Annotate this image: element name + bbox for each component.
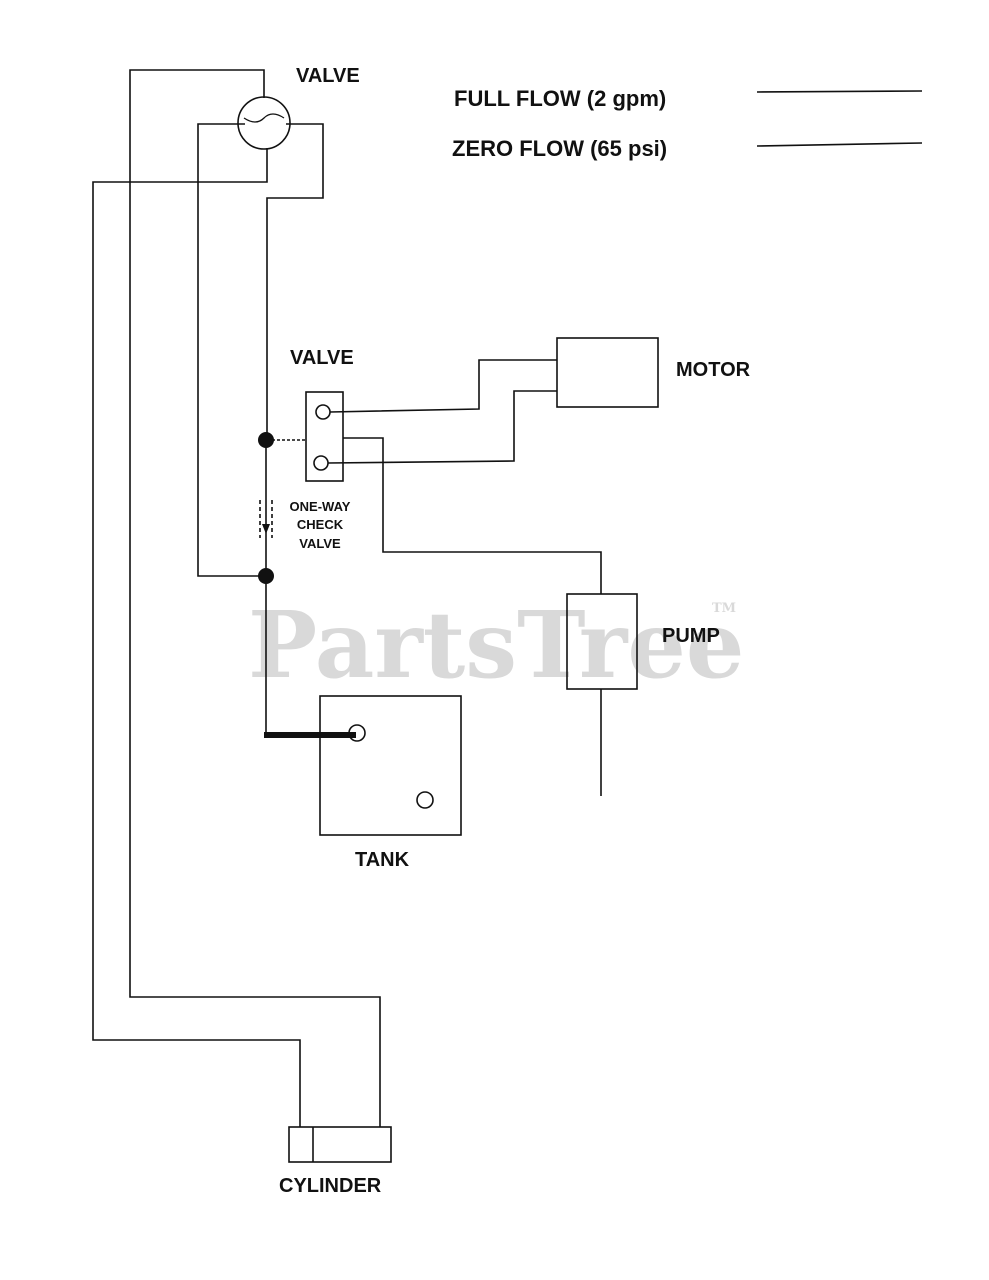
check-valve-label-line3: VALVE — [299, 536, 341, 551]
tank-inlet-port — [348, 724, 366, 742]
junction-dot-lower — [258, 568, 274, 584]
middle-valve-port-upper — [315, 404, 331, 420]
valve-right-port-line — [266, 123, 324, 440]
motor-feed-line — [329, 359, 557, 413]
middle-valve-port-lower — [313, 455, 329, 471]
top-valve-flow-mark — [243, 113, 285, 123]
cylinder-body — [288, 1126, 392, 1163]
top-valve-symbol — [237, 96, 291, 150]
pump-box — [566, 593, 638, 690]
cylinder-label: CYLINDER — [279, 1175, 382, 1197]
check-valve-label-line1: ONE-WAY — [290, 499, 351, 514]
middle-valve-block — [305, 391, 344, 482]
outer-hose-line — [129, 69, 381, 1127]
valve-left-port-line — [197, 123, 267, 577]
pump-label: PUMP — [662, 625, 720, 647]
zero-flow-label: ZERO FLOW (65 psi) — [452, 136, 667, 161]
tank-outlet-port — [416, 791, 434, 809]
check-valve-arrow-icon — [262, 524, 270, 534]
check-valve-label-line2: CHECK — [297, 517, 344, 532]
motor-box — [556, 337, 659, 408]
tank-label: TANK — [355, 849, 410, 871]
top-valve-label: VALVE — [296, 65, 360, 87]
zero-flow-legend-line — [756, 142, 923, 147]
motor-label: MOTOR — [676, 359, 751, 381]
inner-hose-line — [92, 148, 301, 1127]
middle-valve-label: VALVE — [290, 347, 354, 369]
tank-box — [319, 695, 462, 836]
pump-feed-line — [343, 437, 602, 594]
full-flow-label: FULL FLOW (2 gpm) — [454, 86, 666, 111]
motor-return-line — [327, 390, 557, 464]
junction-dot-upper — [258, 432, 274, 448]
watermark-text: PartsTree — [248, 591, 744, 699]
watermark-tm: TM — [712, 601, 736, 616]
full-flow-legend-line — [756, 90, 923, 93]
